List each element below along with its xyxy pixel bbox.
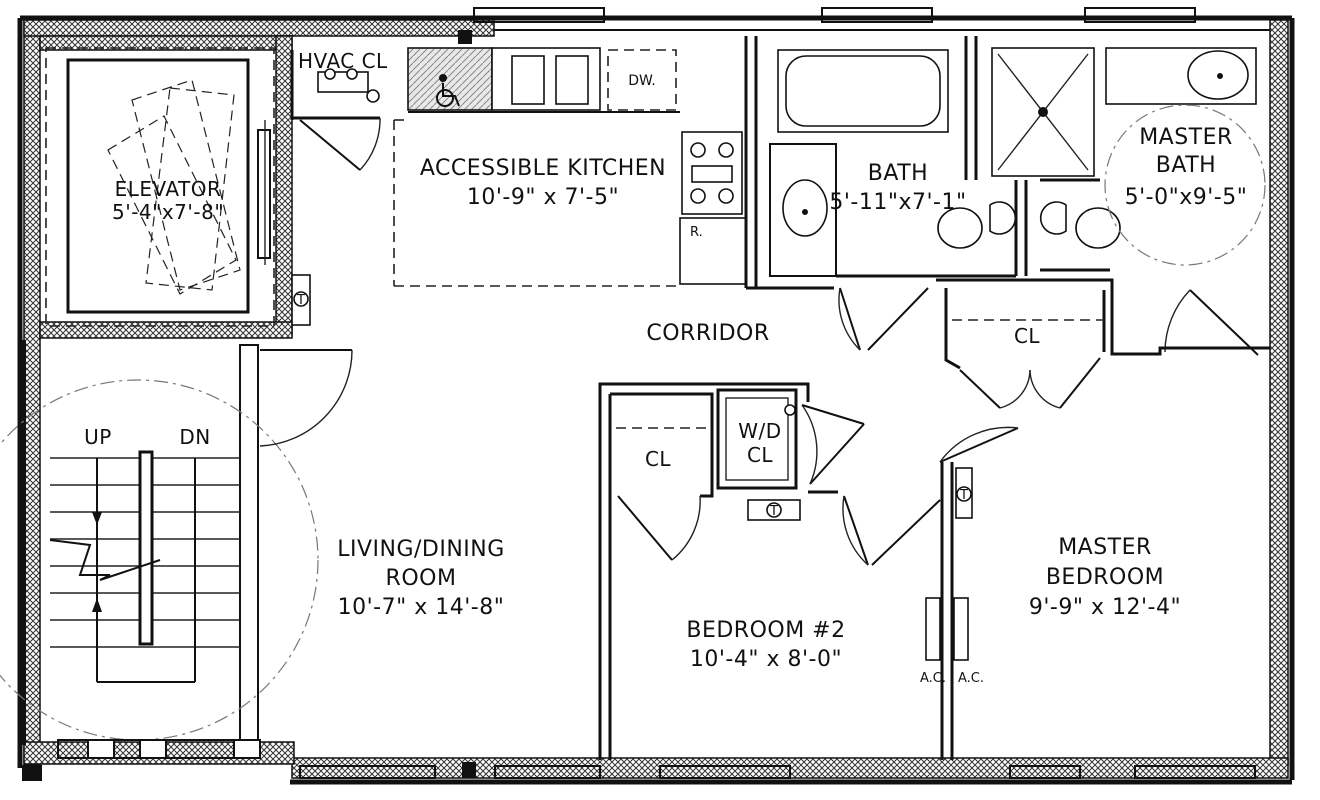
thermostat-living: T (296, 293, 305, 308)
hvac-closet-label: HVAC CL (298, 49, 388, 73)
bedroom2-label: BEDROOM #2 (686, 618, 845, 643)
master-bedroom-dims: 9'-9" x 12'-4" (1029, 595, 1181, 620)
master-bath: MASTER BATH 5'-0"x9'-5" (991, 47, 1266, 356)
master-bedroom-label-2: BEDROOM (1046, 565, 1164, 590)
elevator-car-swing (107, 79, 241, 295)
master-bedroom: MASTER BEDROOM 9'-9" x 12'-4" (1029, 535, 1181, 620)
master-bath-label-2: BATH (1156, 153, 1216, 178)
corridor-closet: CL (936, 278, 1270, 409)
corridor-closet-label: CL (1014, 324, 1040, 348)
living-dims: 10'-7" x 14'-8" (338, 595, 505, 620)
elevator-dims: 5'-4"x7'-8" (112, 200, 224, 224)
stair-up-label: UP (84, 425, 112, 449)
living-dining: LIVING/DINING ROOM 10'-7" x 14'-8" (259, 349, 505, 620)
stair: UP DN (0, 340, 319, 759)
bedroom2-dims: 10'-4" x 8'-0" (690, 647, 842, 672)
hvac-closet: HVAC CL T (290, 49, 388, 326)
master-bath-dims: 5'-0"x9'-5" (1125, 185, 1248, 210)
kitchen: DW. R. ACCESSIBLE KITCHEN 10'-9" x 7'-5" (393, 36, 834, 290)
master-bedroom-label-1: MASTER (1058, 535, 1152, 560)
ac-right-label: A.C. (958, 671, 984, 686)
stair-down-label: DN (179, 425, 210, 449)
bedroom-partition: A.C. A.C. T (920, 426, 1019, 760)
corridor-label: CORRIDOR (646, 321, 769, 346)
living-label-2: ROOM (386, 566, 457, 591)
refrigerator-label: R. (690, 225, 703, 240)
dishwasher-label: DW. (628, 73, 655, 89)
wd-closet-label-1: W/D (738, 419, 781, 443)
living-label-1: LIVING/DINING (337, 537, 505, 562)
elevator-label: ELEVATOR (115, 177, 222, 201)
bath-label: BATH (868, 161, 928, 186)
wheelchair-icon (436, 74, 460, 107)
bath-dims: 5'-11"x7'-1" (829, 190, 966, 215)
kitchen-label: ACCESSIBLE KITCHEN (420, 156, 666, 181)
ac-left-label: A.C. (920, 671, 946, 686)
bedroom2-closet-label: CL (645, 447, 671, 471)
kitchen-dims: 10'-9" x 7'-5" (467, 185, 619, 210)
elevator: ELEVATOR 5'-4"x7'-8" (39, 35, 293, 339)
thermostat-master: T (959, 488, 968, 503)
master-bath-label-1: MASTER (1139, 125, 1233, 150)
bath: BATH 5'-11"x7'-1" (769, 36, 1028, 351)
bedroom-2: CL W/D CL T BEDROOM #2 10'-4" x 8'-0" (598, 382, 941, 760)
wd-closet-label-2: CL (747, 443, 773, 467)
thermostat-bedroom2: T (769, 504, 778, 519)
